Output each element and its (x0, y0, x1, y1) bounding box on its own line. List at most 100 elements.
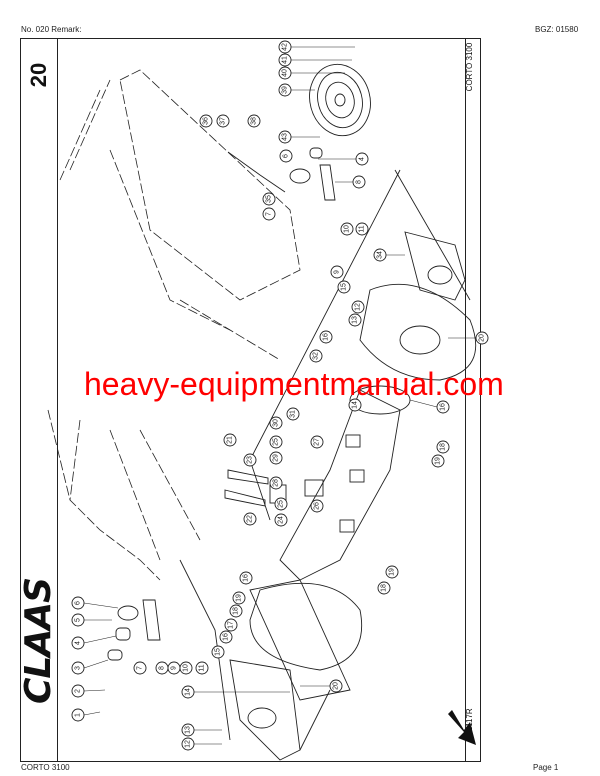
part-callout: 19 (232, 591, 246, 605)
svg-text:7: 7 (137, 666, 144, 670)
svg-text:19: 19 (236, 594, 243, 602)
part-callout: 37 (216, 114, 230, 128)
part-callout: 5 (71, 613, 85, 627)
part-callout: 4 (355, 152, 369, 166)
svg-text:2: 2 (75, 689, 82, 693)
part-callout: 19 (431, 454, 445, 468)
svg-text:7: 7 (266, 212, 273, 216)
part-callout: 27 (310, 435, 324, 449)
svg-text:14: 14 (185, 688, 192, 696)
part-callout: 30 (269, 416, 283, 430)
svg-text:11: 11 (199, 664, 206, 671)
part-callout: 34 (373, 248, 387, 262)
svg-text:11: 11 (359, 225, 366, 232)
svg-text:16: 16 (440, 403, 447, 411)
header-bgz-code: BGZ: 01580 (535, 25, 579, 34)
part-callout: 32 (309, 349, 323, 363)
svg-text:3: 3 (75, 666, 82, 670)
svg-text:4: 4 (75, 641, 82, 645)
svg-text:42: 42 (282, 43, 289, 51)
svg-text:9: 9 (171, 666, 178, 670)
svg-text:40: 40 (282, 69, 289, 77)
part-callout: 39 (278, 83, 292, 97)
svg-text:22: 22 (247, 515, 254, 523)
svg-text:25: 25 (278, 500, 285, 508)
svg-text:32: 32 (313, 352, 320, 360)
footer-model: CORTO 3100 (21, 763, 70, 772)
svg-text:13: 13 (352, 316, 359, 324)
part-callout: 9 (167, 661, 181, 675)
right-title-strip (465, 38, 481, 762)
part-callout: 40 (278, 66, 292, 80)
part-callout: 38 (247, 114, 261, 128)
svg-text:14: 14 (352, 401, 359, 409)
part-callout: 23 (243, 453, 257, 467)
svg-text:6: 6 (75, 601, 82, 605)
part-callout: 12 (351, 300, 365, 314)
part-callout: 8 (155, 661, 169, 675)
svg-text:38: 38 (251, 117, 258, 125)
svg-text:5: 5 (75, 618, 82, 622)
part-callout: 26 (310, 499, 324, 513)
part-callout: 21 (223, 433, 237, 447)
part-callout: 28 (269, 476, 283, 490)
part-callout: 43 (278, 130, 292, 144)
svg-text:9: 9 (334, 270, 341, 274)
left-title-strip (20, 38, 58, 762)
svg-text:18: 18 (381, 584, 388, 592)
footer-page: Page 1 (533, 763, 559, 772)
part-callout: 20 (329, 679, 343, 693)
part-callout: 15 (211, 645, 225, 659)
part-callout: 18 (229, 604, 243, 618)
svg-text:29: 29 (273, 454, 280, 462)
part-callout: 31 (286, 407, 300, 421)
svg-text:26: 26 (314, 502, 321, 510)
part-callout: 22 (243, 512, 257, 526)
part-callout: 6 (279, 149, 293, 163)
svg-text:41: 41 (282, 56, 289, 64)
part-callout: 13 (348, 313, 362, 327)
svg-text:21: 21 (227, 436, 234, 444)
part-callout: 11 (195, 661, 209, 675)
svg-text:1: 1 (75, 713, 82, 717)
svg-text:30: 30 (273, 419, 280, 427)
part-callout: 18 (436, 440, 450, 454)
svg-text:8: 8 (159, 666, 166, 670)
part-callout: 16 (239, 571, 253, 585)
svg-text:16: 16 (223, 633, 230, 641)
direction-arrow (448, 710, 476, 745)
svg-text:18: 18 (440, 443, 447, 451)
part-callout: 15 (337, 280, 351, 294)
svg-text:36: 36 (203, 117, 210, 125)
svg-text:35: 35 (266, 195, 273, 203)
part-callout: 1 (71, 708, 85, 722)
svg-text:15: 15 (215, 648, 222, 656)
part-callout: 35 (262, 192, 276, 206)
svg-text:34: 34 (377, 251, 384, 259)
part-callout: 2 (71, 684, 85, 698)
part-callout: 17 (224, 618, 238, 632)
part-callout: 25 (269, 435, 283, 449)
part-callout: 41 (278, 53, 292, 67)
svg-text:12: 12 (185, 740, 192, 748)
svg-text:10: 10 (344, 225, 351, 233)
part-callout: 9 (330, 265, 344, 279)
svg-text:12: 12 (355, 303, 362, 311)
part-callout: 10 (340, 222, 354, 236)
part-callout: 12 (181, 737, 195, 751)
part-callout: 42 (278, 40, 292, 54)
header-document-number: No. 020 Remark: (21, 25, 82, 34)
svg-text:31: 31 (290, 410, 297, 418)
part-callout: 7 (133, 661, 147, 675)
part-callout: 4 (71, 636, 85, 650)
svg-text:37: 37 (220, 117, 227, 125)
part-callout: 16 (436, 400, 450, 414)
part-callout: 3 (71, 661, 85, 675)
watermark-text: heavy-equipmentmanual.com (84, 366, 504, 402)
svg-text:6: 6 (283, 154, 290, 158)
svg-text:16: 16 (323, 333, 330, 341)
part-callout: 6 (71, 596, 85, 610)
svg-text:17: 17 (228, 621, 235, 629)
part-callout: 16 (319, 330, 333, 344)
